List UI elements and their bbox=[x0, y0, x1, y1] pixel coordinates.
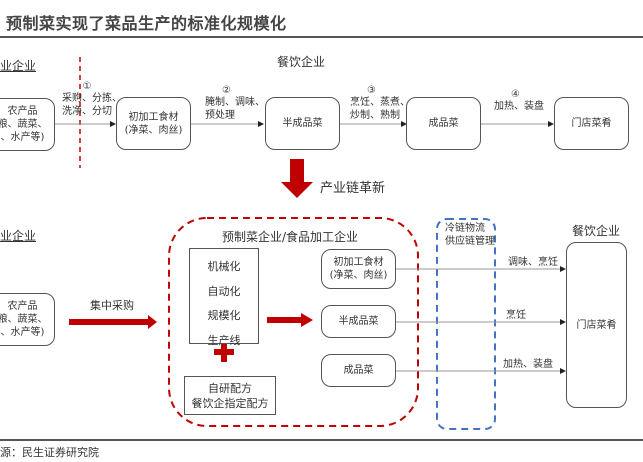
source-note: 源：民生证券研究院 bbox=[0, 446, 99, 459]
node-store-dish-bottom: 门店菜肴 bbox=[566, 242, 627, 408]
restaurant-enterprise-header: 餐饮企业 bbox=[277, 55, 326, 69]
node-finished-dish: 成品菜 bbox=[406, 97, 481, 150]
product-step-2: 烹饪 bbox=[506, 310, 526, 321]
step-1-label: 采购、分拣、 洗净、分切 bbox=[62, 93, 122, 117]
footer-rule bbox=[0, 439, 643, 441]
page-title: 预制菜实现了菜品生产的标准化规模化 bbox=[6, 14, 287, 33]
capability-item: 机械化 bbox=[207, 260, 241, 273]
title-rule bbox=[0, 36, 643, 38]
node-raw-produce: 农产品 粮、蔬菜、 、水产等) bbox=[0, 98, 55, 151]
step-3-number: ③ bbox=[367, 85, 376, 96]
recipes-box: 自研配方 餐饮企指定配方 bbox=[184, 376, 276, 415]
product-step-3: 加热、装盘 bbox=[503, 359, 553, 370]
procurement-arrow-icon bbox=[69, 315, 157, 329]
logistics-boundary bbox=[436, 218, 496, 430]
capabilities-box: 机械化 自动化 规模化 生产线 bbox=[189, 248, 259, 347]
step-4-label: 加热、装盘 bbox=[494, 101, 544, 112]
step-1-number: ① bbox=[82, 81, 92, 92]
node-raw-produce-bottom: 农产品 粮、蔬菜、 、水产等) bbox=[0, 293, 55, 346]
capability-item: 自动化 bbox=[207, 284, 241, 298]
step-3-label: 烹饪、蒸煮、 炒制、熟制 bbox=[350, 97, 410, 121]
node-store-dish: 门店菜肴 bbox=[554, 97, 629, 150]
restaurant-header-bottom: 餐饮企业 bbox=[572, 224, 621, 238]
processor-boundary bbox=[168, 217, 419, 427]
node-prepped-ingredients: 初加工食材 (净菜、肉丝) bbox=[116, 97, 191, 150]
capability-item: 生产线 bbox=[207, 333, 241, 347]
process-arrow-icon bbox=[267, 313, 313, 327]
farm-enterprise-header-bottom: 业企业 bbox=[0, 229, 37, 243]
product-finished: 成品菜 bbox=[321, 354, 396, 387]
product-semi-finished: 半成品菜 bbox=[321, 305, 396, 338]
processor-title: 预制菜企业/食品加工企业 bbox=[222, 230, 359, 244]
procurement-label: 集中采购 bbox=[90, 299, 134, 312]
step-2-label: 腌制、调味、 预处理 bbox=[205, 97, 265, 121]
farm-enterprise-header: 业企业 bbox=[0, 59, 37, 73]
product-prepped-ingredients: 初加工食材 (净菜、肉丝) bbox=[321, 249, 396, 289]
logistics-label: 冷链物流 供应链管理 bbox=[445, 223, 495, 247]
capability-item: 规模化 bbox=[207, 309, 241, 322]
node-semi-finished: 半成品菜 bbox=[265, 97, 340, 150]
step-4-number: ④ bbox=[511, 89, 520, 100]
product-step-1: 调味、烹饪 bbox=[508, 257, 558, 268]
down-arrow-icon bbox=[281, 159, 313, 198]
industry-innovation-label: 产业链革新 bbox=[320, 181, 386, 196]
step-2-number: ② bbox=[222, 85, 231, 96]
